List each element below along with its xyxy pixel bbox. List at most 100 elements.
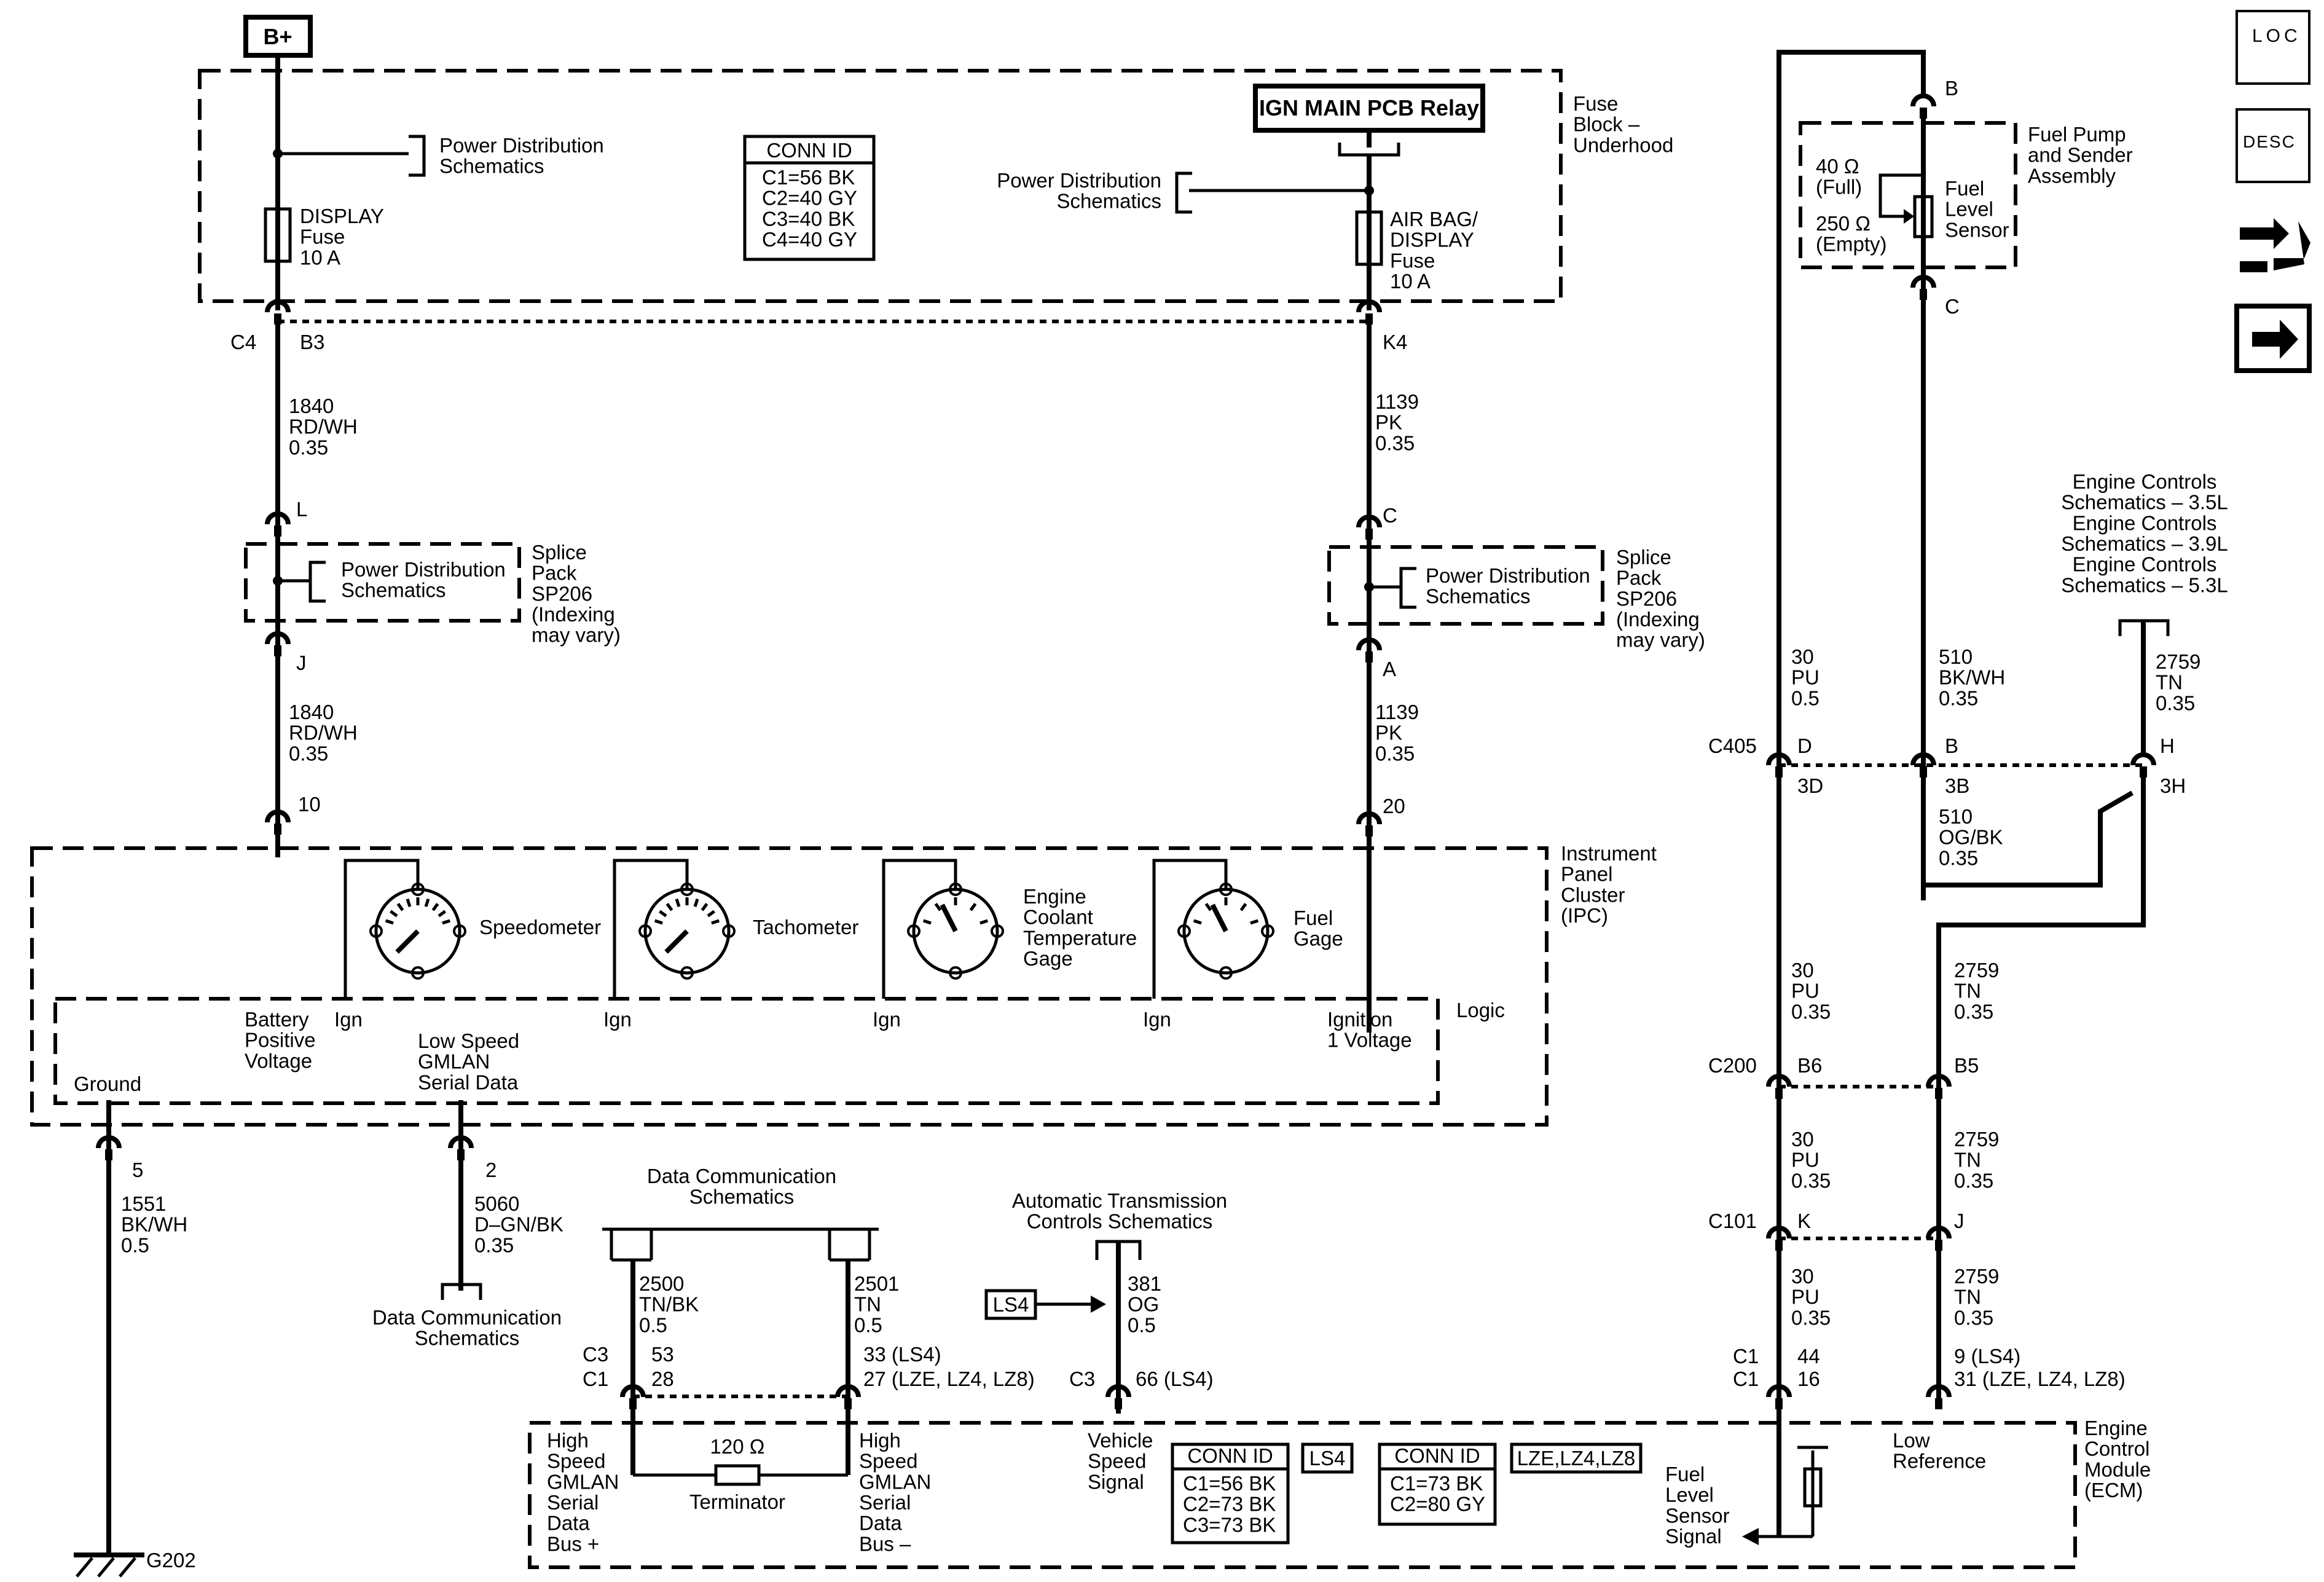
logic-label: Logic xyxy=(1456,999,1505,1021)
connector-cap xyxy=(1356,811,1382,825)
connector-cap xyxy=(1926,1074,1952,1087)
gauge-terminal xyxy=(949,883,962,896)
splice-pack-right xyxy=(1327,545,1604,626)
pin-h: H xyxy=(2160,734,2175,757)
gauge-needle xyxy=(395,929,420,954)
gauge-drive-wire xyxy=(882,859,957,999)
pds-bracket-left xyxy=(409,135,426,177)
pin-b6: B6 xyxy=(1797,1054,1822,1077)
fuse-block-outline xyxy=(198,69,1563,303)
sensor-wiper xyxy=(1878,173,1923,218)
hs-c3: C3 xyxy=(583,1343,608,1366)
fuel-pump-outline xyxy=(1799,121,2017,269)
c200: C200 xyxy=(1708,1054,1757,1077)
connector-symbols xyxy=(96,93,2156,1409)
pin-k4: K4 xyxy=(1383,331,1407,353)
connector-cap xyxy=(96,1135,122,1149)
connector-pin xyxy=(1920,289,1927,300)
fp-pin-b: B xyxy=(1945,77,1958,100)
connector-cap xyxy=(1910,93,1936,107)
connector-cap xyxy=(620,1384,646,1398)
desc-icon: DESC xyxy=(2243,132,2296,151)
pin-3d: 3D xyxy=(1797,774,1823,797)
gauge-drive-wire xyxy=(1152,859,1228,999)
fp-full: 40 Ω(Full) xyxy=(1816,155,1862,199)
gauge-terminal xyxy=(991,924,1004,938)
connector-cap xyxy=(835,1384,861,1398)
terminator-resistance: 120 Ω xyxy=(710,1435,765,1458)
pin-d: D xyxy=(1797,734,1812,757)
connector-cap xyxy=(448,1135,474,1149)
pin-3h: 3H xyxy=(2160,774,2186,797)
gauge-terminal xyxy=(907,924,921,938)
wire-510-ogbk xyxy=(1921,776,2134,887)
c4-label: C4 xyxy=(230,331,256,353)
connector-pin xyxy=(1115,1398,1122,1409)
pin-10: 10 xyxy=(298,793,321,816)
loc-icon-l: LOC xyxy=(2252,26,2301,46)
gauge-terminal xyxy=(638,924,652,938)
connector-pin xyxy=(629,1398,637,1409)
gauge-label: Tachometer xyxy=(753,916,858,939)
gauge-drive-wire xyxy=(343,859,420,999)
pin-c: C xyxy=(1383,504,1397,527)
pullup-resistor xyxy=(1803,1467,1823,1508)
connector-pin xyxy=(274,824,281,835)
connector-pin xyxy=(1775,1088,1783,1099)
ecm-connid-1 xyxy=(1171,1442,1290,1545)
gauge-terminal xyxy=(453,924,466,938)
ign-label: Ign xyxy=(334,1008,363,1031)
connector-pin xyxy=(1775,766,1783,777)
wire-2759 xyxy=(1936,776,2146,1407)
ecm-c1a: C1 xyxy=(1733,1345,1759,1368)
display-fuse xyxy=(264,207,292,263)
pin-b5: B5 xyxy=(1954,1054,1979,1077)
hs-dest-bracket-b xyxy=(828,1229,871,1262)
hs-pin-33: 33 (LS4) xyxy=(863,1343,941,1366)
hs-pin-53: 53 xyxy=(651,1343,674,1366)
pin-31: 31 (LZE, LZ4, LZ8) xyxy=(1954,1368,2126,1390)
connector-pin xyxy=(1935,1240,1942,1251)
loc-button[interactable] xyxy=(2236,10,2310,85)
desc-button[interactable] xyxy=(2236,108,2310,183)
conn-id-title-1: CONN ID xyxy=(766,139,852,162)
pin-16: 16 xyxy=(1797,1368,1820,1390)
ground-id: G202 xyxy=(146,1549,196,1572)
relay-label: IGN MAIN PCB Relay xyxy=(1259,95,1479,120)
connector-view-icon[interactable] xyxy=(2240,218,2310,272)
hs-pin-28: 28 xyxy=(651,1368,674,1390)
pin-5: 5 xyxy=(132,1159,143,1181)
connector-pin xyxy=(1365,313,1373,325)
gauge-terminal xyxy=(680,883,694,896)
next-page-button[interactable] xyxy=(2234,304,2312,373)
connector-cap xyxy=(1356,637,1382,651)
vss-c3: C3 xyxy=(1069,1368,1095,1390)
connector-pin xyxy=(1365,529,1373,540)
terminator-resistor xyxy=(714,1464,761,1486)
